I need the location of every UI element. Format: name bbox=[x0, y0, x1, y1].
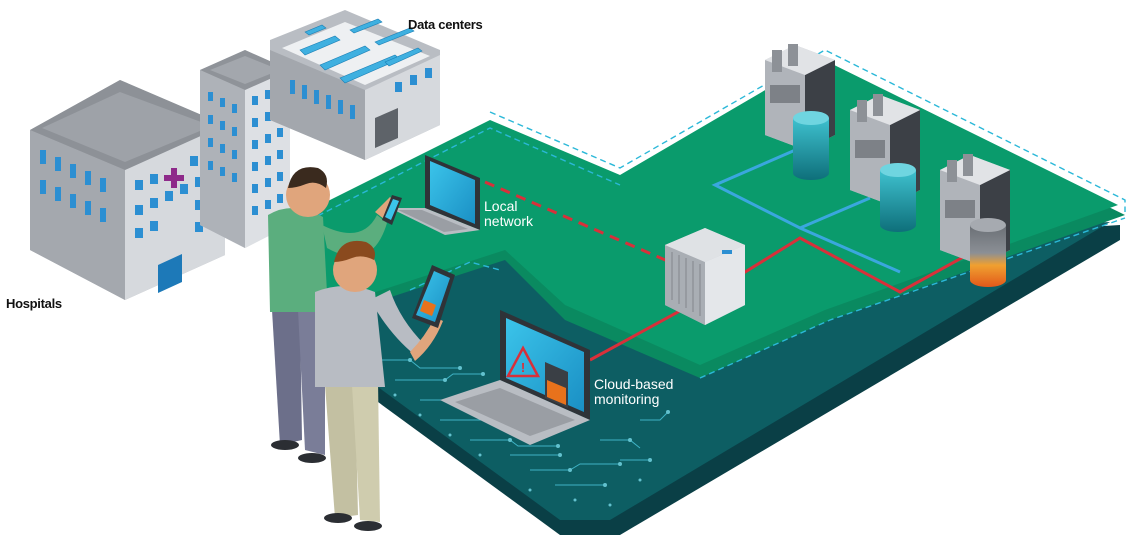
teal-cylinder-2 bbox=[880, 163, 916, 232]
medical-cross-icon bbox=[164, 168, 184, 188]
hospital-building bbox=[30, 80, 225, 300]
warning-triangle-icon: ! bbox=[505, 345, 541, 378]
local-laptop bbox=[390, 155, 480, 235]
label-local-network-line1: Local bbox=[484, 198, 518, 214]
data-center-building bbox=[270, 10, 440, 160]
teal-cylinder-1 bbox=[793, 111, 829, 180]
label-cloud-monitoring-line2: monitoring bbox=[594, 391, 660, 408]
red-network-lines bbox=[484, 180, 986, 362]
monitoring-laptop: ! bbox=[440, 310, 590, 445]
gateway-device bbox=[665, 228, 745, 325]
orange-cylinder-3 bbox=[970, 218, 1006, 287]
label-data-centers: Data centers bbox=[408, 17, 483, 32]
label-local-network: Local network bbox=[484, 198, 534, 230]
label-hospitals: Hospitals bbox=[6, 296, 62, 311]
circuit-pattern bbox=[380, 358, 670, 507]
svg-text:!: ! bbox=[521, 360, 525, 375]
label-local-network-line2: network bbox=[484, 213, 534, 230]
tower-building bbox=[200, 50, 290, 248]
person-engineer-gray bbox=[315, 240, 455, 531]
label-cloud-monitoring: Cloud-based monitoring bbox=[594, 376, 674, 408]
level-gauge-icon bbox=[545, 362, 568, 408]
blue-network-lines bbox=[711, 146, 901, 274]
label-cloud-monitoring-line1: Cloud-based bbox=[594, 376, 674, 392]
